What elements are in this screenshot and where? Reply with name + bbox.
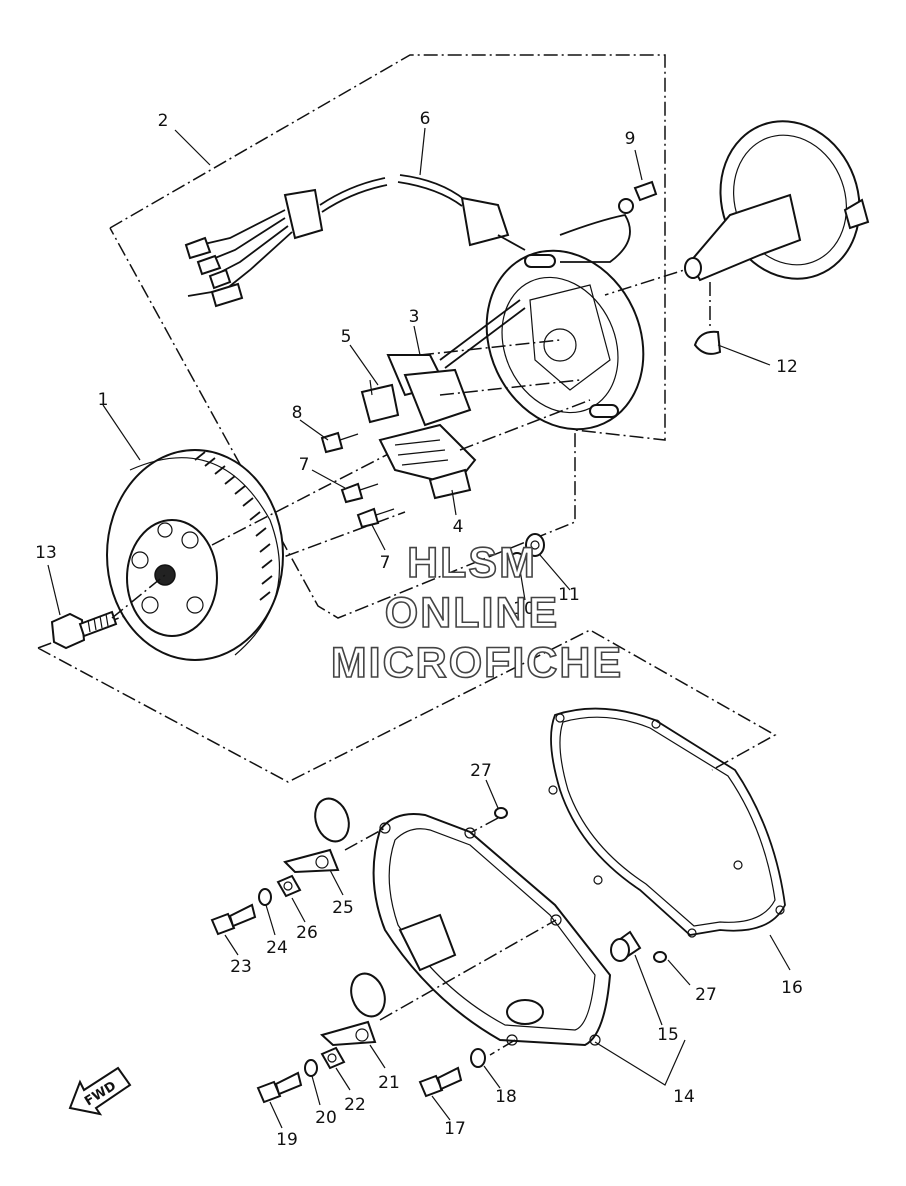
screw-7-upper xyxy=(340,482,379,504)
gasket xyxy=(548,707,786,938)
flywheel-bolt xyxy=(50,610,118,650)
label-part-4: 4 xyxy=(453,517,464,537)
screw-9 xyxy=(633,180,658,202)
label-part-11: 11 xyxy=(558,585,580,605)
label-part-27-lower: 27 xyxy=(695,985,717,1005)
collar-26 xyxy=(276,874,302,898)
label-part-3: 3 xyxy=(409,307,420,327)
label-part-18: 18 xyxy=(495,1087,517,1107)
washer-10 xyxy=(509,552,525,568)
bolt-17 xyxy=(418,1066,463,1098)
label-part-27-upper: 27 xyxy=(470,761,492,781)
dowel-27-lower xyxy=(653,951,667,963)
label-part-1: 1 xyxy=(98,390,109,410)
label-part-16: 16 xyxy=(781,978,803,998)
label-part-22: 22 xyxy=(344,1095,366,1115)
dowel-15 xyxy=(610,930,642,962)
part-number-labels: 1 2 3 4 5 6 7 7 8 9 10 11 12 13 14 15 16… xyxy=(35,109,803,1150)
label-part-19: 19 xyxy=(276,1130,298,1150)
leader-lines xyxy=(47,127,791,1129)
stator-assembly-boundary xyxy=(109,54,666,619)
label-part-13: 13 xyxy=(35,543,57,563)
coil-4 xyxy=(378,423,477,500)
label-part-10: 10 xyxy=(513,599,535,619)
label-part-8: 8 xyxy=(292,403,303,423)
washer-20 xyxy=(304,1059,318,1077)
watermark: HLSM ONLINE MICROFICHE xyxy=(330,538,623,688)
label-part-24: 24 xyxy=(266,938,288,958)
bolt-23 xyxy=(210,903,257,936)
label-part-20: 20 xyxy=(315,1108,337,1128)
label-part-25: 25 xyxy=(332,898,354,918)
crankshaft-hub xyxy=(684,120,870,282)
label-part-15: 15 xyxy=(657,1025,679,1045)
label-part-26: 26 xyxy=(296,923,318,943)
watermark-line-3: MICROFICHE xyxy=(331,639,623,687)
flywheel xyxy=(106,449,284,661)
label-part-23: 23 xyxy=(230,957,252,977)
bolt-axis-line xyxy=(111,447,401,619)
screw-7-lower xyxy=(356,507,395,529)
watermark-line-1: HLSM xyxy=(407,539,537,587)
coil-3 xyxy=(386,299,526,427)
collar-22 xyxy=(320,1046,346,1070)
forward-direction-badge: FWD xyxy=(68,1066,132,1116)
woodruff-key-12 xyxy=(693,330,722,355)
dowel-27-upper xyxy=(494,807,508,819)
label-part-6: 6 xyxy=(420,109,431,129)
washer-24 xyxy=(258,888,272,906)
coil-5 xyxy=(360,379,400,424)
screw-8 xyxy=(320,431,359,454)
bolt-19 xyxy=(256,1071,303,1104)
label-part-14: 14 xyxy=(673,1087,695,1107)
wire-harness xyxy=(184,174,634,308)
label-part-7-upper: 7 xyxy=(299,455,310,475)
clamp-21 xyxy=(319,972,386,1047)
stator-base-plate xyxy=(485,249,645,431)
washer-11 xyxy=(525,533,545,557)
washer-18 xyxy=(470,1048,486,1068)
label-part-17: 17 xyxy=(444,1119,466,1139)
label-part-7-lower: 7 xyxy=(380,553,391,573)
crankcase-cover xyxy=(372,813,612,1047)
label-part-12: 12 xyxy=(776,357,798,377)
watermark-line-2: ONLINE xyxy=(385,589,559,637)
label-part-2: 2 xyxy=(158,111,169,131)
label-part-21: 21 xyxy=(378,1073,400,1093)
label-part-5: 5 xyxy=(341,327,352,347)
label-part-9: 9 xyxy=(625,129,636,149)
clamp-25 xyxy=(283,797,350,874)
